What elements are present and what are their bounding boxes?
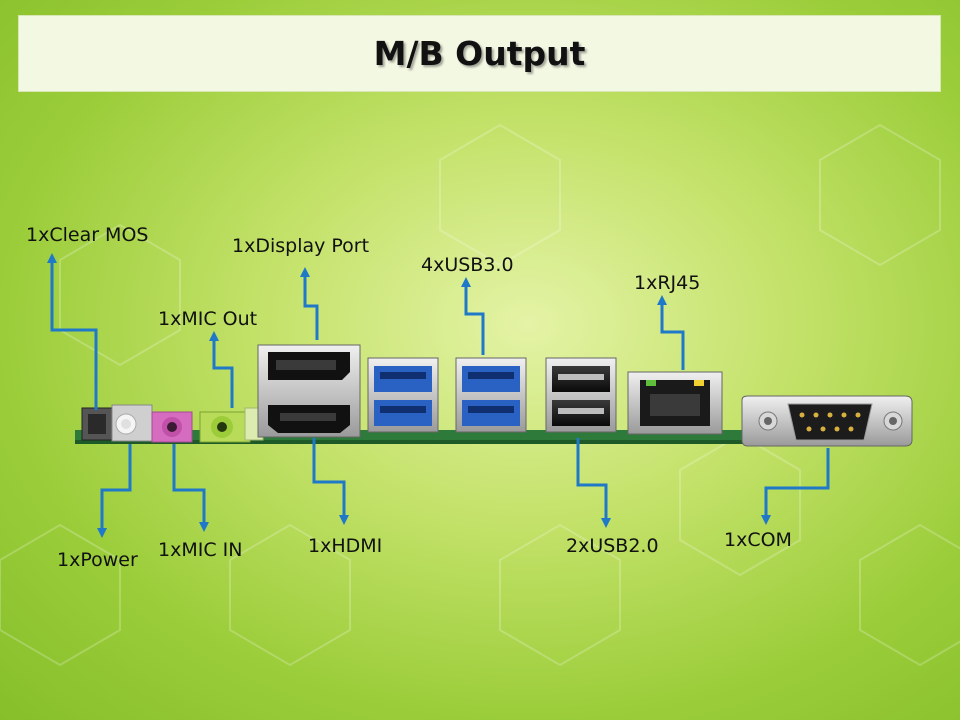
slide-title: M/B Output [373,34,586,73]
arrow-com [761,448,830,525]
power-button [111,404,153,442]
com-port [741,395,913,447]
arrow-display-port [300,267,319,340]
label-mic-out: 1xMIC Out [158,308,258,330]
arrow-power [97,444,132,538]
label-power: 1xPower [57,549,138,571]
arrow-clear-mos [47,253,98,410]
rj45-port [627,371,723,435]
display-port-hdmi-stack [257,344,361,438]
arrow-rj45 [657,295,685,370]
label-com: 1xCOM [724,529,792,551]
label-mic-in: 1xMIC IN [158,539,243,561]
usb30-stack-left [367,357,439,433]
usb30-stack-right [455,357,527,433]
label-clear-mos: 1xClear MOS [26,224,149,246]
label-usb20: 2xUSB2.0 [566,535,659,557]
arrow-mic-in [172,444,209,532]
usb20-stack [545,357,617,433]
arrow-usb30 [461,277,485,355]
arrow-usb20 [576,438,611,528]
mic-out-jack [199,407,264,443]
label-display-port: 1xDisplay Port [232,235,370,257]
arrow-mic-out [209,331,234,408]
arrow-hdmi [312,438,349,525]
label-rj45: 1xRJ45 [634,272,701,294]
title-box: M/B Output [18,15,941,92]
label-hdmi: 1xHDMI [308,535,383,557]
label-usb30: 4xUSB3.0 [421,254,514,276]
mic-in-jack [151,411,193,443]
clear-mos-switch [81,407,113,441]
